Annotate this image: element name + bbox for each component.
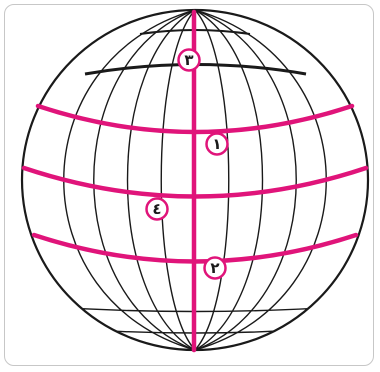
label-circle-2: ٢ (205, 258, 226, 279)
label-circle-3-text: ٣ (184, 51, 193, 69)
label-circle-2-text: ٢ (210, 259, 219, 277)
label-circle-4-text: ٤ (152, 200, 161, 218)
label-circle-1: ١ (207, 134, 228, 155)
label-circle-3: ٣ (179, 50, 200, 71)
label-circle-1-text: ١ (212, 135, 221, 153)
label-circle-4: ٤ (147, 199, 168, 220)
